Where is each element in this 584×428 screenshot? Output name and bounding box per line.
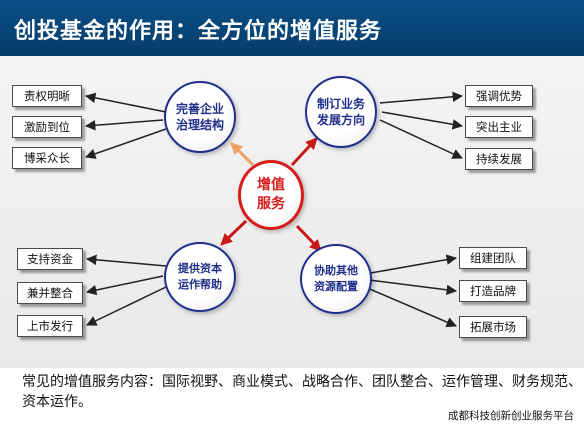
arrow-bl-2 (85, 275, 164, 296)
node-business-direction: 制订业务 发展方向 (305, 76, 377, 148)
arrow-tl-1 (84, 92, 167, 113)
leaf-top-right-2: 突出主业 (465, 116, 533, 138)
arrow-br-2 (368, 279, 458, 296)
leaf-top-right-1: 强调优势 (465, 85, 533, 107)
arrow-center-to-bottom-right (295, 224, 322, 252)
leaf-bottom-left-1: 支持资金 (17, 248, 83, 270)
leaf-bottom-right-1: 组建团队 (459, 247, 527, 269)
arrow-center-to-top-left (230, 142, 255, 167)
arrow-tl-3 (85, 128, 167, 159)
leaf-top-left-2: 激励到位 (12, 116, 82, 138)
arrow-tr-1 (379, 91, 464, 104)
node-governance: 完善企业 治理结构 (164, 81, 236, 153)
leaf-bottom-left-3: 上市发行 (17, 315, 83, 337)
arrow-bl-1 (85, 254, 167, 267)
center-line1: 增值 (257, 177, 285, 193)
arrow-tr-2 (381, 111, 464, 130)
summary-text: 常见的增值服务内容：国际视野、商业模式、战略合作、团队整合、运作管理、财务规范、… (22, 374, 582, 410)
node-capital-operation: 提供资本 运作帮助 (164, 242, 236, 312)
node-governance-line1: 完善企业 (175, 102, 224, 116)
page-title: 创投基金的作用：全方位的增值服务 (14, 18, 383, 44)
arrow-center-to-bottom-left (220, 219, 248, 246)
node-resource-allocation-line1: 协助其他 (314, 264, 358, 277)
title-bar: 创投基金的作用：全方位的增值服务 (0, 0, 584, 56)
leaf-bottom-right-3: 拓展市场 (459, 316, 527, 338)
node-value-added-service: 增值 服务 (238, 160, 304, 230)
arrow-br-3 (364, 286, 457, 328)
node-capital-operation-line2: 运作帮助 (178, 278, 222, 291)
leaf-top-left-3: 博采众长 (12, 147, 82, 169)
leaf-bottom-left-2: 兼并整合 (17, 282, 83, 304)
arrow-tl-2 (84, 119, 164, 131)
center-line2: 服务 (257, 196, 285, 212)
arrow-center-to-top-right (290, 137, 318, 167)
leaf-top-right-3: 持续发展 (465, 148, 533, 170)
node-governance-line2: 治理结构 (175, 118, 224, 132)
arrow-tr-3 (379, 119, 463, 159)
arrow-br-1 (364, 254, 458, 275)
node-business-direction-line2: 发展方向 (316, 113, 365, 127)
leaf-top-left-1: 责权明晰 (12, 85, 82, 107)
node-resource-allocation-line2: 资源配置 (314, 280, 358, 293)
leaf-bottom-right-2: 打造品牌 (459, 280, 527, 302)
node-business-direction-line1: 制订业务 (316, 97, 365, 111)
node-capital-operation-line1: 提供资本 (178, 262, 222, 275)
footer-source: 成都科技创新创业服务平台 (448, 410, 574, 422)
arrow-bl-3 (86, 286, 167, 326)
node-resource-allocation: 协助其他 资源配置 (300, 244, 372, 314)
